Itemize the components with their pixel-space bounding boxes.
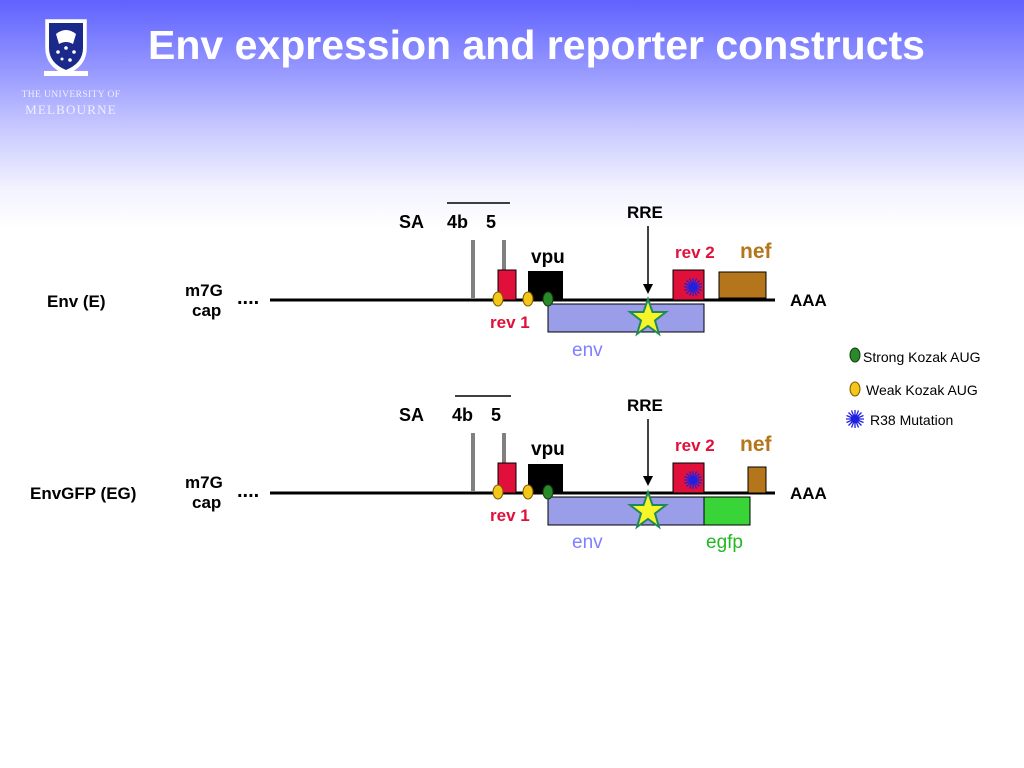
sa-label: SA — [399, 212, 424, 232]
nef-box — [747, 466, 767, 494]
r38-mutation-icon — [684, 471, 702, 489]
construct-envgfp-eg: EnvGFP (EG) m7G cap .... SA 4b 5 vpu env… — [30, 395, 827, 553]
egfp-label: egfp — [706, 532, 743, 553]
weak-kozak-aug-marker — [492, 484, 504, 500]
green-oval-icon — [849, 347, 861, 363]
logo-line-2: MELBOURNE — [25, 102, 117, 117]
rre-arrowhead — [643, 284, 653, 294]
construct-env-e: Env (E) m7G cap .... SA 4b 5 vpu env rev… — [47, 202, 827, 361]
construct-name: Env (E) — [47, 292, 106, 311]
legend-weak-kozak: Weak Kozak AUG — [866, 382, 978, 398]
logo-line-1: THE UNIVERSITY OF — [21, 90, 121, 100]
exon-5-label: 5 — [486, 212, 496, 232]
vpu-label: vpu — [531, 247, 565, 268]
legend: Strong Kozak AUG Weak Kozak AUG R38 Muta… — [846, 347, 981, 428]
legend-r38-mutation: R38 Mutation — [870, 412, 953, 428]
exon-4b-label: 4b — [452, 405, 473, 425]
sa-label: SA — [399, 405, 424, 425]
rev1-exon-box — [497, 269, 517, 301]
yellow-oval-icon — [849, 381, 861, 397]
env-label: env — [572, 532, 603, 553]
rev1-label: rev 1 — [490, 506, 530, 525]
rre-label: RRE — [627, 203, 663, 222]
egfp-box — [703, 496, 751, 526]
nef-label: nef — [740, 240, 773, 263]
rev2-label: rev 2 — [675, 436, 715, 455]
cap-dots: .... — [237, 480, 259, 502]
env-label: env — [572, 340, 603, 361]
cap-label-top: m7G — [185, 473, 223, 492]
rre-label: RRE — [627, 396, 663, 415]
weak-kozak-aug-marker — [492, 291, 504, 307]
r38-mutation-icon — [684, 278, 702, 296]
rev1-exon-box — [497, 462, 517, 494]
cap-label-bottom: cap — [192, 301, 221, 320]
cap-label-top: m7G — [185, 281, 223, 300]
polya-label: AAA — [790, 291, 827, 310]
weak-kozak-aug-marker — [522, 484, 534, 500]
exon-5-label: 5 — [491, 405, 501, 425]
env-box — [547, 496, 705, 526]
cap-dots: .... — [237, 287, 259, 309]
strong-kozak-aug-marker — [542, 484, 554, 500]
vpu-label: vpu — [531, 439, 565, 460]
legend-strong-kozak: Strong Kozak AUG — [863, 349, 981, 365]
slide-title: Env expression and reporter constructs — [148, 22, 925, 68]
nef-label: nef — [740, 433, 773, 456]
weak-kozak-aug-marker — [522, 291, 534, 307]
nef-box — [718, 271, 767, 299]
env-box — [547, 303, 705, 333]
rev1-label: rev 1 — [490, 313, 530, 332]
construct-name: EnvGFP (EG) — [30, 484, 136, 503]
cap-label-bottom: cap — [192, 493, 221, 512]
rre-arrowhead — [643, 476, 653, 486]
strong-kozak-aug-marker — [542, 291, 554, 307]
university-logo: THE UNIVERSITY OF MELBOURNE — [10, 10, 122, 120]
university-crest-icon — [44, 19, 88, 76]
polya-label: AAA — [790, 484, 827, 503]
exon-4b-label: 4b — [447, 212, 468, 232]
blue-starburst-icon — [846, 410, 864, 428]
rev2-label: rev 2 — [675, 243, 715, 262]
